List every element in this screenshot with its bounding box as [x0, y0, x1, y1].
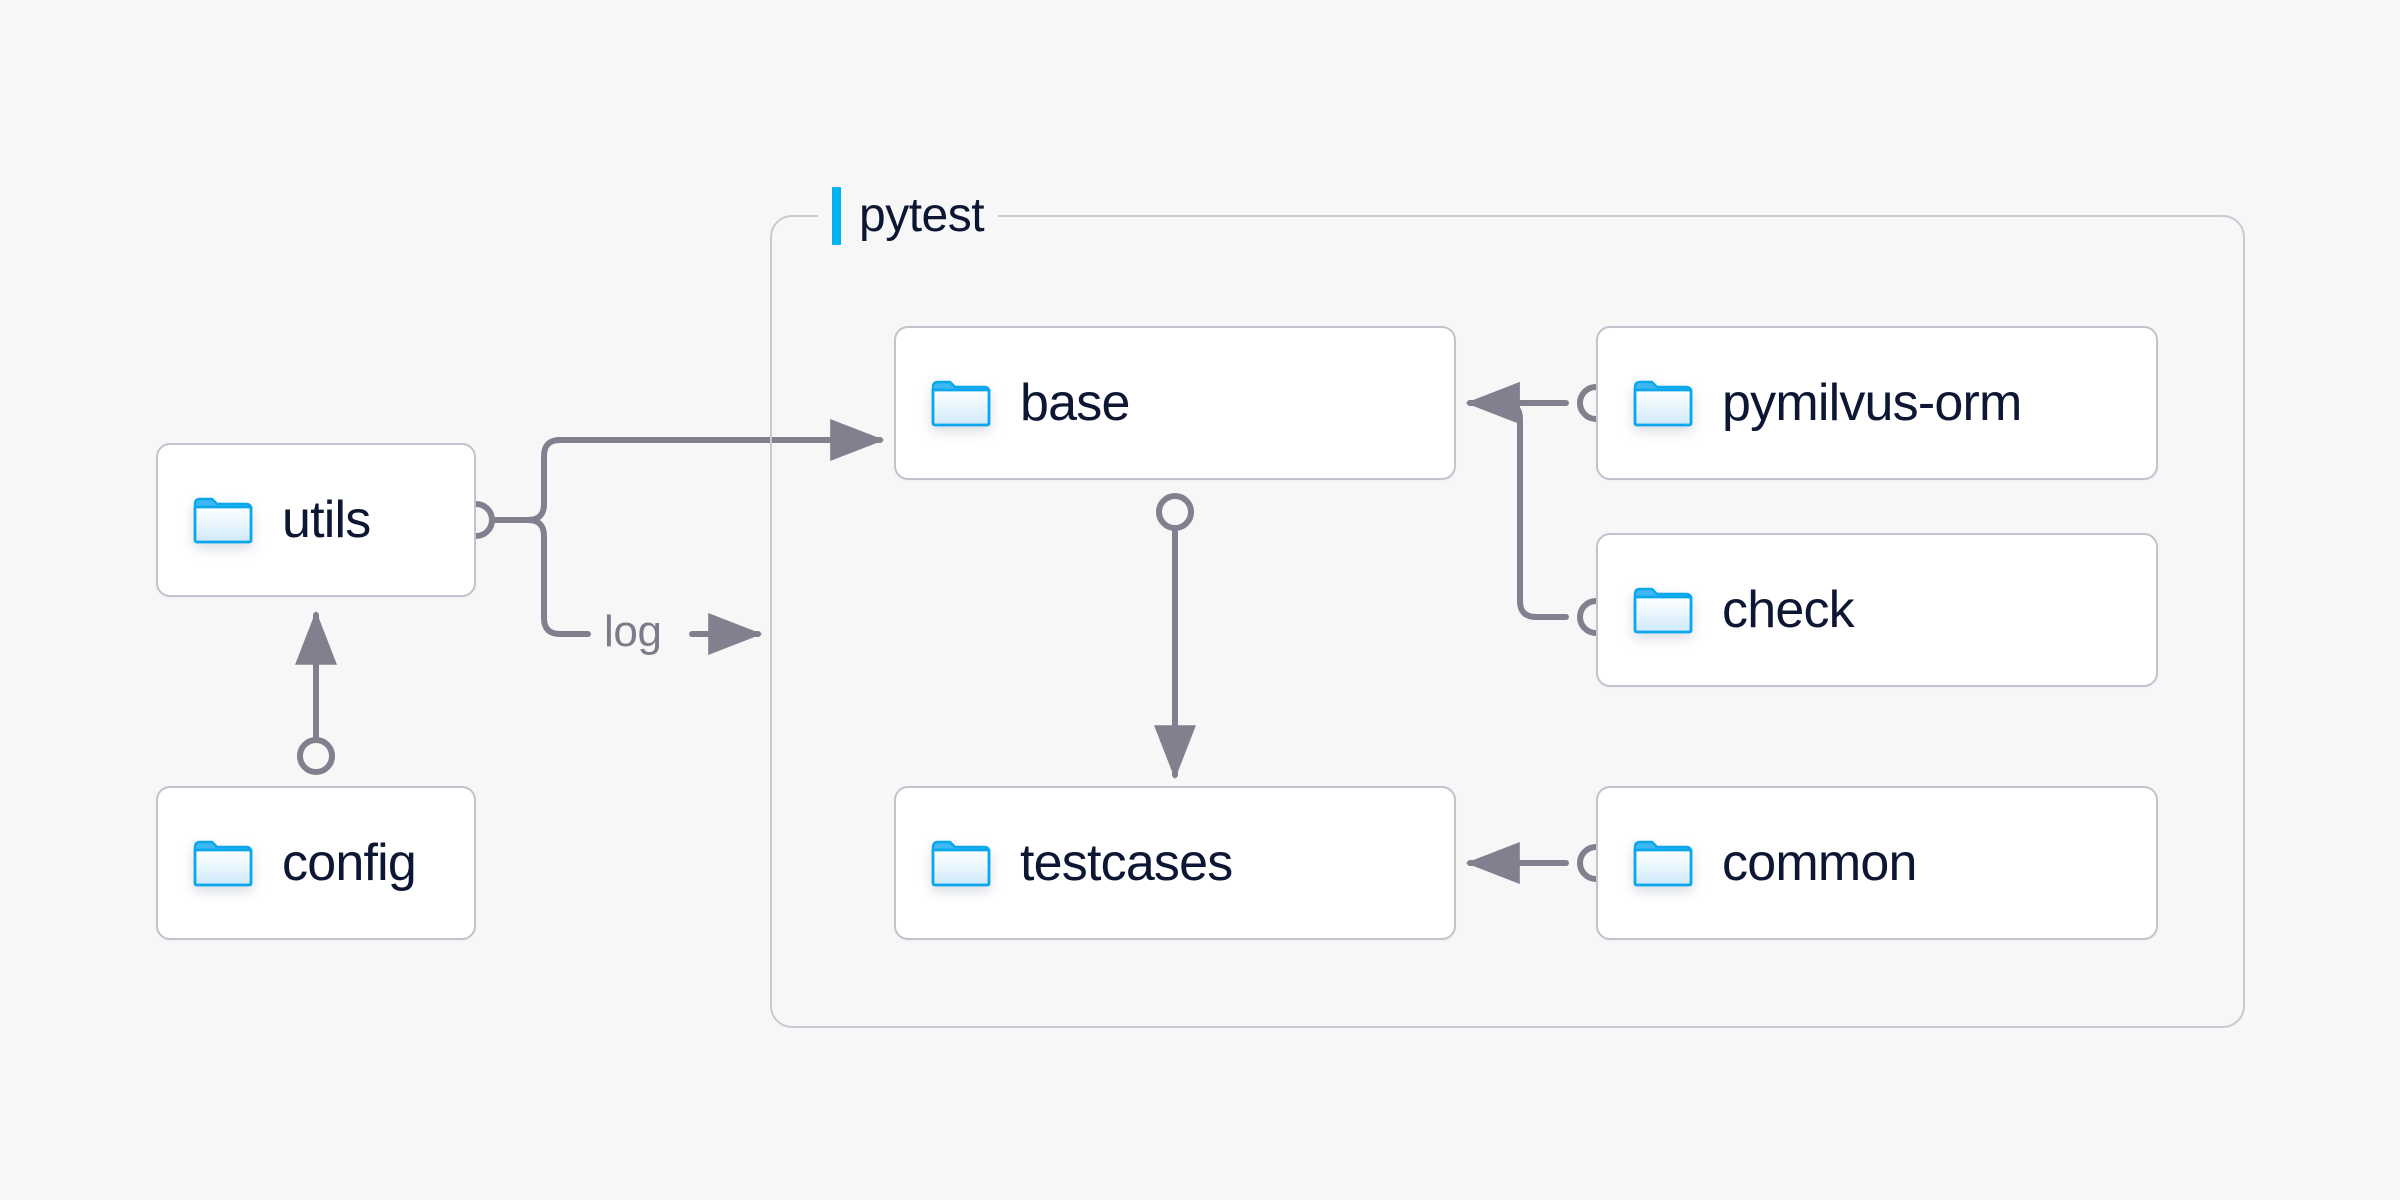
folder-icon: [931, 380, 991, 427]
group-pytest-title: pytest: [818, 185, 999, 247]
edge-label-log: log: [598, 610, 668, 654]
port-config-top: [297, 737, 335, 775]
node-testcases[interactable]: testcases: [894, 786, 1456, 940]
group-title-label: pytest: [859, 189, 985, 242]
node-label: common: [1722, 834, 1917, 892]
group-pytest[interactable]: [770, 215, 2245, 1028]
folder-icon: [193, 840, 253, 887]
node-label: pymilvus-orm: [1722, 374, 2022, 432]
folder-icon: [931, 840, 991, 887]
accent-bar-icon: [832, 187, 841, 245]
node-label: config: [282, 834, 417, 892]
node-pymilvus-orm[interactable]: pymilvus-orm: [1596, 326, 2158, 480]
folder-icon: [1633, 840, 1693, 887]
node-config[interactable]: config: [156, 786, 476, 940]
node-label: testcases: [1020, 834, 1233, 892]
edge-utils-to-log: [525, 517, 591, 637]
node-label: check: [1722, 581, 1855, 639]
node-label: utils: [282, 491, 371, 549]
node-utils[interactable]: utils: [156, 443, 476, 597]
node-check[interactable]: check: [1596, 533, 2158, 687]
node-common[interactable]: common: [1596, 786, 2158, 940]
node-base[interactable]: base: [894, 326, 1456, 480]
folder-icon: [1633, 587, 1693, 634]
node-label: base: [1020, 374, 1130, 432]
folder-icon: [193, 497, 253, 544]
folder-icon: [1633, 380, 1693, 427]
